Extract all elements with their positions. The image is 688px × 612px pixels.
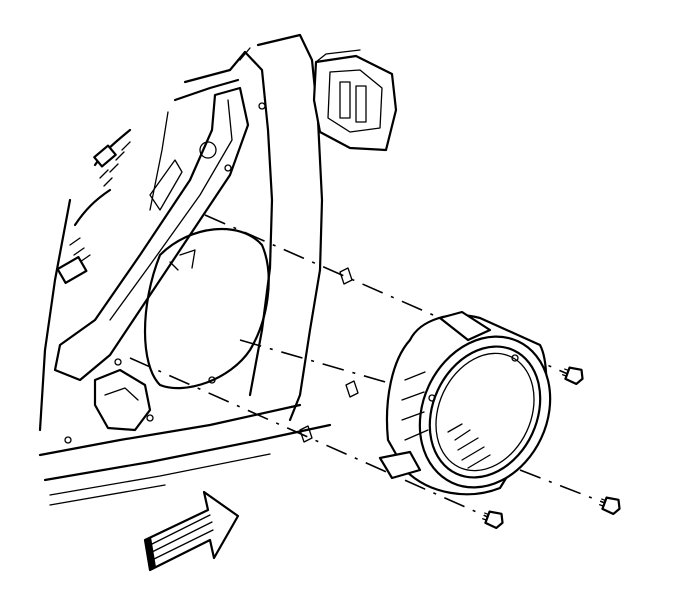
wiring-harness: [56, 128, 132, 285]
screw-icon: [562, 366, 584, 386]
door-inner-panel: [38, 33, 332, 506]
direction-arrow-icon: [143, 490, 240, 572]
screw-icon: [482, 510, 504, 530]
speaker: [378, 310, 552, 496]
door-connector: [312, 49, 398, 152]
speaker-screws: [482, 366, 621, 530]
screw-icon: [599, 496, 621, 516]
